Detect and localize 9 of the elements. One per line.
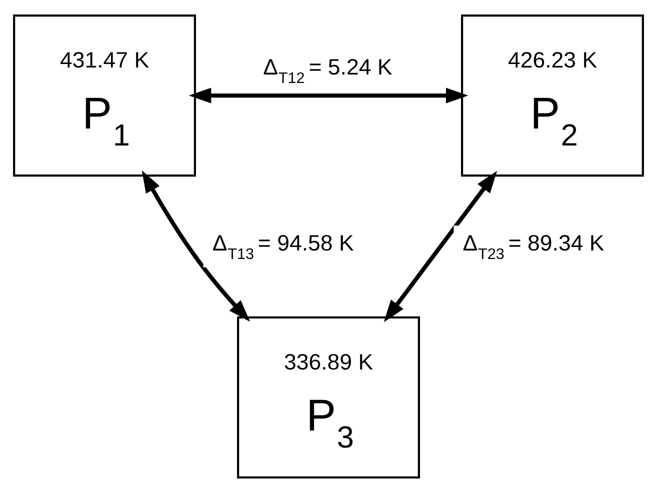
node-box: 336.89 K P$_{3}$ — [237, 316, 420, 478]
edge-label: Δ$_{T12}$ = 5.24 K — [263, 54, 392, 86]
arrow — [384, 170, 498, 322]
node-box: 431.47 K P$_{1}$ — [13, 14, 196, 176]
edge-label: Δ$_{T23}$ = 89.34 K — [462, 230, 604, 262]
arrow — [188, 87, 468, 103]
arrow — [142, 170, 250, 322]
node-box: 426.23 K P$_{2}$ — [461, 14, 644, 176]
edge-label: Δ$_{T13}$ = 94.58 K — [212, 230, 354, 262]
